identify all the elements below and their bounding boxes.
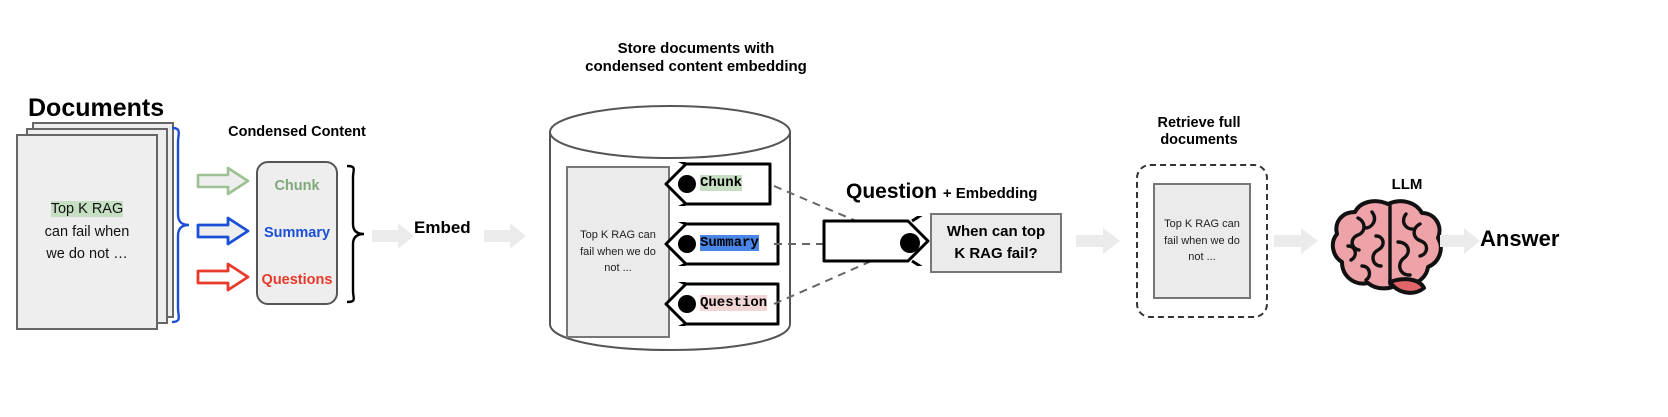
documents-title: Documents xyxy=(28,94,165,122)
document-sheet-front: Top K RAG can fail when we do not … xyxy=(16,134,158,330)
question-text-box: When can top K RAG fail? xyxy=(930,213,1062,273)
retrieved-doc-line3: not ... xyxy=(1188,251,1216,264)
question-box-line2: K RAG fail? xyxy=(954,245,1038,262)
question-title-suffix: + Embedding xyxy=(942,185,1038,202)
retrieve-title: Retrieve full documents xyxy=(1134,115,1264,149)
stored-doc-line2: fail when we do xyxy=(580,245,656,258)
question-box-line1: When can top xyxy=(946,223,1046,241)
tag-summary: Summary xyxy=(662,222,780,266)
condensed-content-title: Condensed Content xyxy=(228,124,366,140)
arrow-embed-to-store-icon xyxy=(484,222,526,255)
question-title-main: Question xyxy=(846,180,938,203)
tag-question: Question xyxy=(662,282,780,326)
summary-arrow-icon xyxy=(196,216,250,246)
chunk-arrow-icon xyxy=(196,166,250,196)
retrieved-doc-line2: fail when we do xyxy=(1164,234,1240,247)
brain-icon xyxy=(1328,196,1448,296)
retrieve-title-line1: Retrieve full xyxy=(1157,115,1241,131)
documents-brace xyxy=(168,126,194,324)
document-text-highlight: Top K RAG xyxy=(50,201,124,218)
arrow-to-llm-icon xyxy=(1274,227,1318,260)
tag-chunk: Chunk xyxy=(662,162,772,206)
condensed-label-questions: Questions xyxy=(261,271,333,288)
stored-document-text: Top K RAG can fail when we do not ... xyxy=(580,227,656,277)
tag-chunk-label: Chunk xyxy=(700,175,743,191)
arrow-to-retrieve-icon xyxy=(1076,227,1120,260)
retrieve-dashed-box: Top K RAG can fail when we do not ... xyxy=(1136,164,1268,318)
document-text-line3: we do not … xyxy=(46,246,128,263)
retrieved-document: Top K RAG can fail when we do not ... xyxy=(1153,183,1251,299)
condensed-label-chunk: Chunk xyxy=(274,178,320,195)
tag-summary-label: Summary xyxy=(700,235,759,251)
answer-label: Answer xyxy=(1480,226,1560,251)
stored-doc-line3: not ... xyxy=(604,262,632,275)
tag-question-label: Question xyxy=(700,295,768,311)
condensed-content-brace xyxy=(344,164,370,304)
arrow-to-answer-icon xyxy=(1440,227,1480,260)
retrieved-doc-line1: Top K RAG can xyxy=(1164,218,1240,231)
store-title-line1: Store documents with xyxy=(617,40,775,57)
questions-arrow-icon xyxy=(196,262,250,292)
embed-label: Embed xyxy=(414,218,471,237)
store-title: Store documents with condensed content e… xyxy=(576,40,816,75)
question-text: When can top K RAG fail? xyxy=(947,221,1045,265)
condensed-label-summary: Summary xyxy=(263,224,331,241)
stored-doc-line1: Top K RAG can xyxy=(580,229,656,242)
tag-question-embedding xyxy=(820,216,936,266)
condensed-content-box: Chunk Summary Questions xyxy=(256,161,338,305)
document-text: Top K RAG can fail when we do not … xyxy=(44,198,130,265)
stored-document-box: Top K RAG can fail when we do not ... xyxy=(566,166,670,338)
question-embedding-title: Question + Embedding xyxy=(846,180,1037,204)
llm-title: LLM xyxy=(1391,176,1423,193)
document-text-line2: can fail when xyxy=(44,223,130,240)
retrieve-title-line2: documents xyxy=(1160,132,1238,149)
retrieved-document-text: Top K RAG can fail when we do not ... xyxy=(1164,216,1240,266)
store-title-line2: condensed content embedding xyxy=(585,57,807,75)
arrow-to-embed-icon xyxy=(372,222,414,255)
